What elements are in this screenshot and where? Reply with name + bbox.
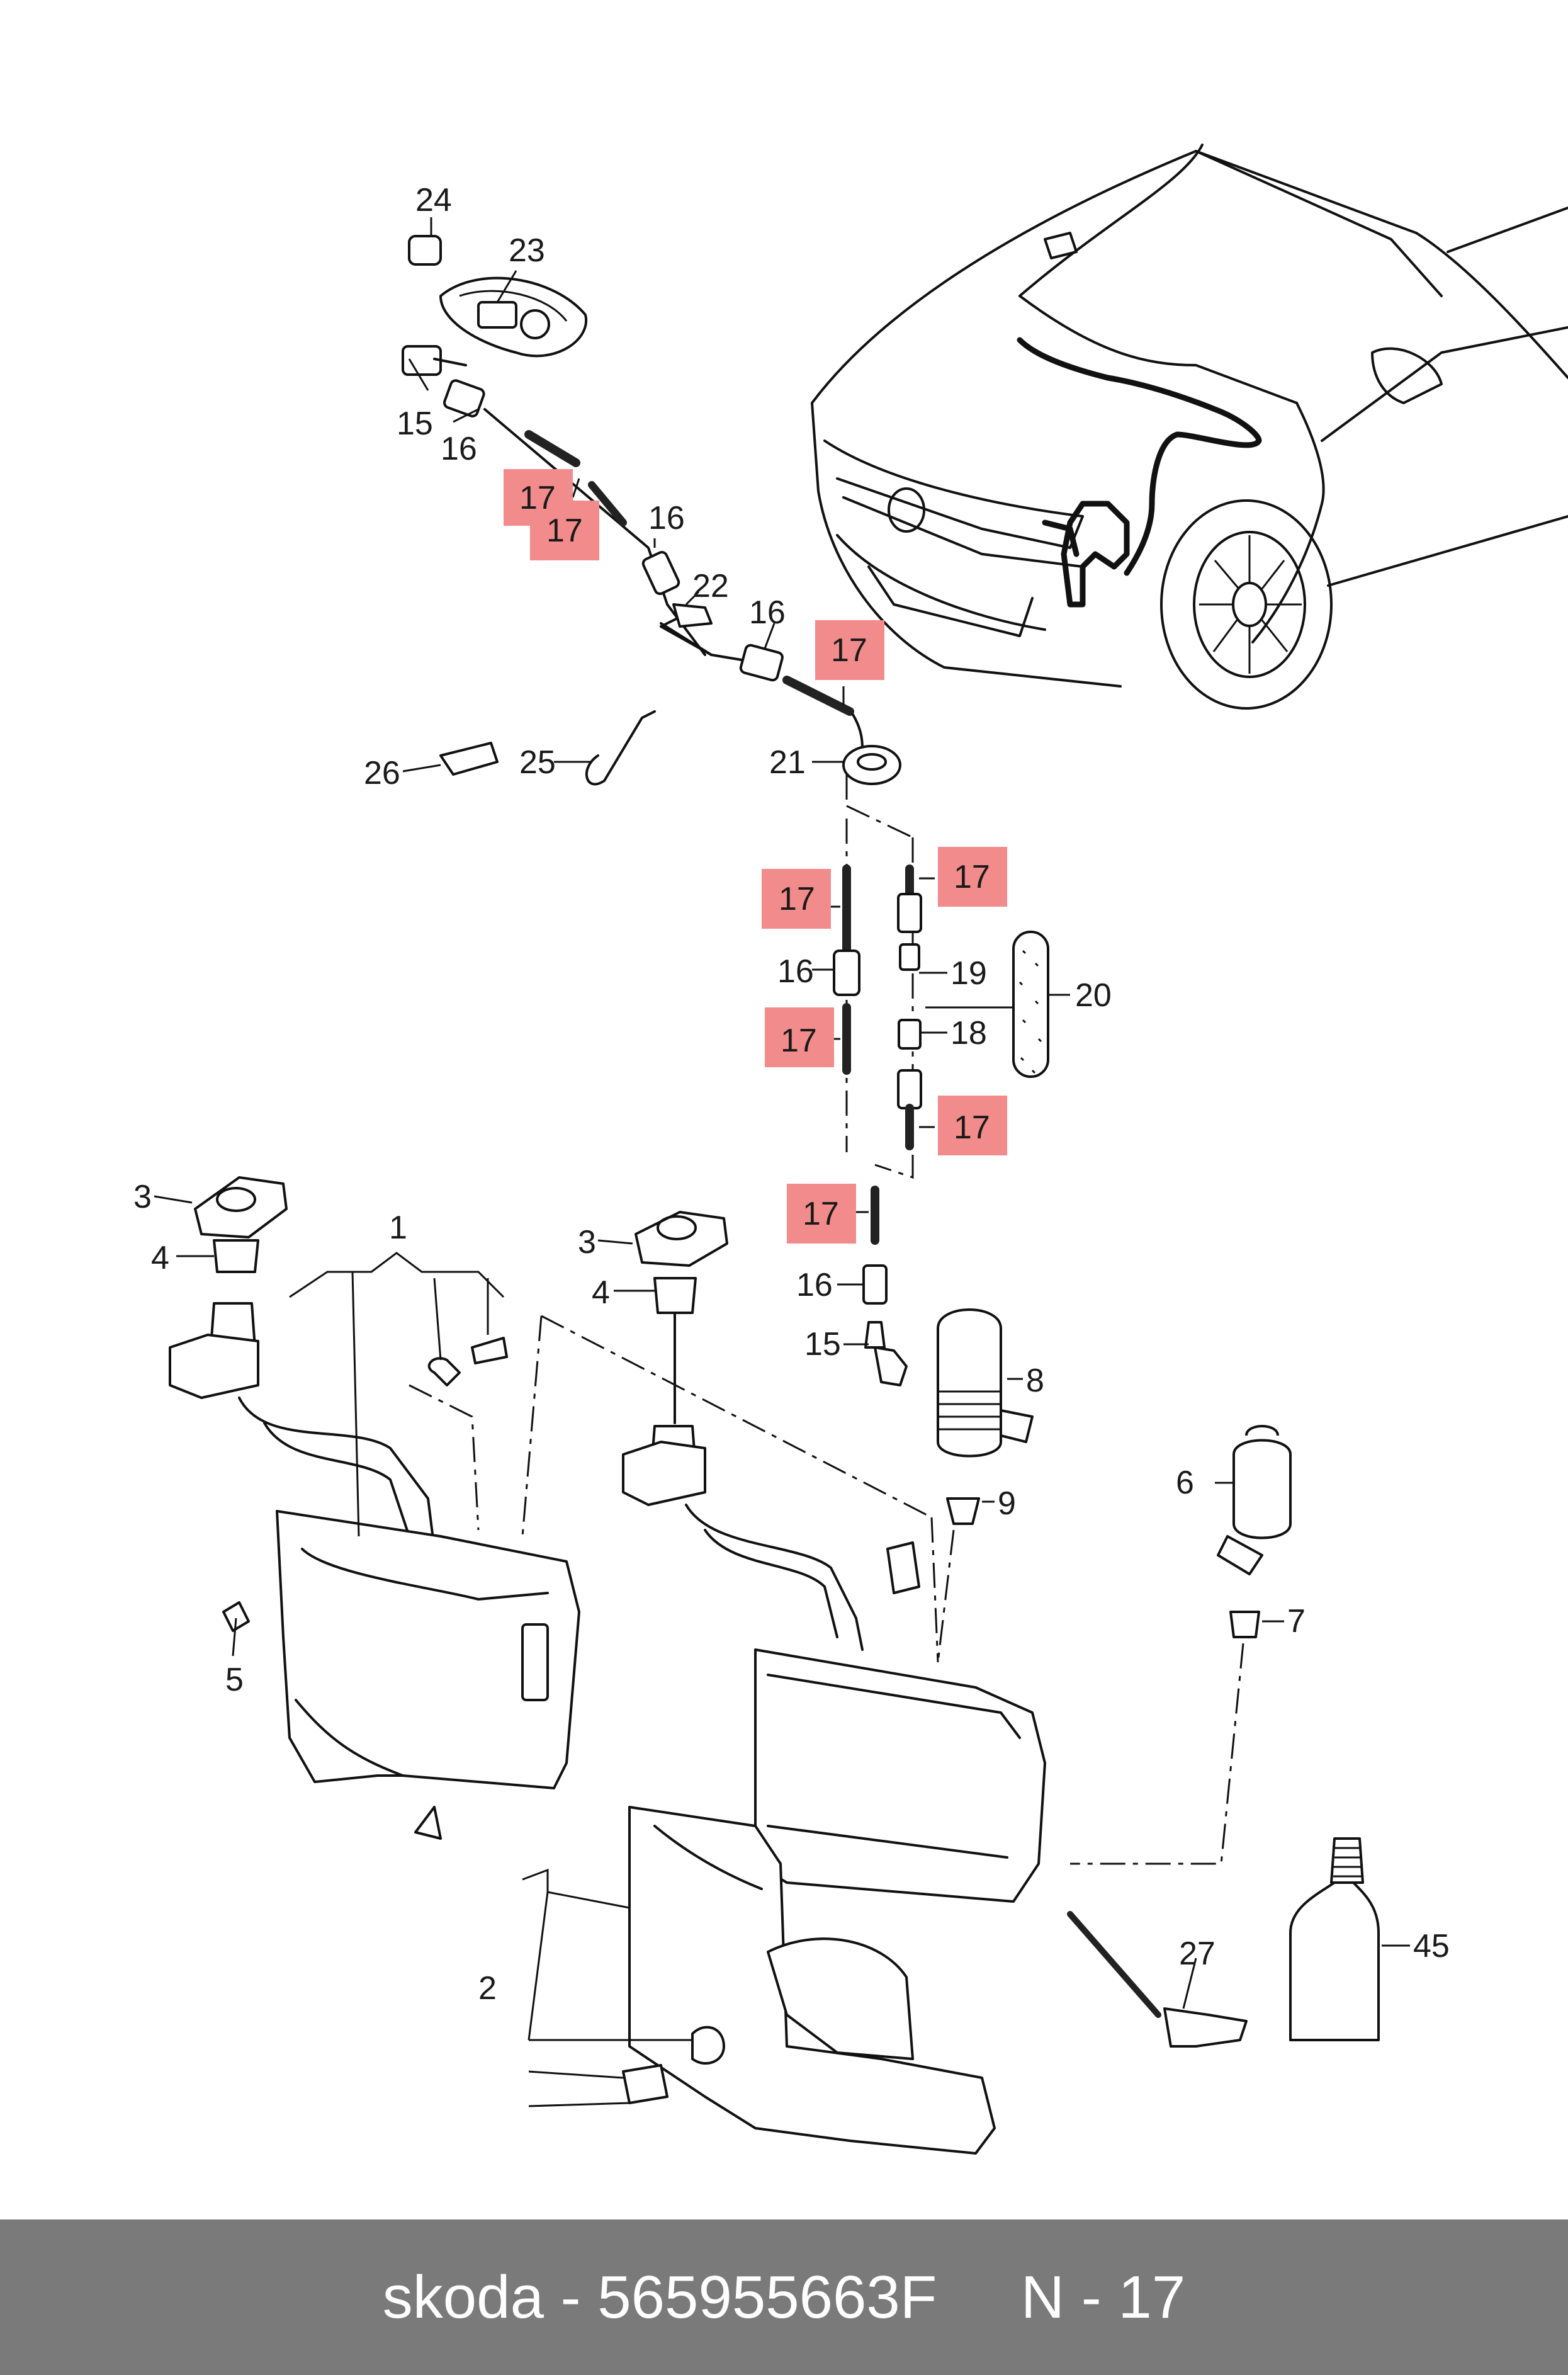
label-27: 27 [1179, 1936, 1215, 1972]
part-8-pump [937, 1308, 1002, 1458]
label-2: 2 [478, 1970, 497, 2007]
part-26-clip [439, 742, 499, 776]
part-15-connector-top [402, 345, 442, 376]
part-25-cable-tie [585, 710, 656, 786]
part-4-strainer-right [653, 1277, 697, 1314]
label-8: 8 [1026, 1363, 1044, 1399]
highlight-17b [530, 501, 599, 560]
reservoir-right [622, 1211, 1380, 2155]
label-17: 17 [779, 881, 815, 917]
label-20: 20 [1075, 977, 1112, 1014]
label-17: 17 [803, 1196, 839, 1232]
label-1: 1 [389, 1210, 407, 1246]
label-17: 17 [954, 859, 990, 895]
label-17: 17 [831, 632, 867, 669]
part-19-connector [899, 943, 920, 971]
label-16: 16 [749, 594, 786, 631]
highlight-17c [815, 620, 884, 680]
label-16: 16 [777, 953, 814, 990]
part-24-cap [408, 235, 442, 266]
highlight-17h [787, 1184, 856, 1244]
label-4: 4 [151, 1240, 169, 1276]
label-15: 15 [397, 405, 433, 442]
highlight-17e [938, 847, 1007, 907]
part-4-strainer-left [213, 1239, 259, 1273]
pumps [937, 1308, 1292, 1865]
label-5: 5 [225, 1662, 244, 1698]
part-9-grommet [946, 1497, 980, 1525]
part-18-connector [898, 1019, 922, 1050]
label-16: 16 [648, 500, 685, 536]
label-23: 23 [509, 232, 545, 269]
part-27-level-sensor [1163, 2007, 1248, 2048]
footer-caption: skoda - 565955663F N - 17 [382, 2263, 1186, 2331]
leader-lines [154, 217, 1410, 2107]
part-7-grommet [1229, 1611, 1260, 1638]
nozzle-assembly [402, 235, 901, 786]
part-6-pump [1232, 1439, 1292, 1539]
part-21-grommet [842, 745, 901, 785]
reservoir-left [169, 1176, 580, 1840]
label-4: 4 [592, 1274, 610, 1311]
label-17: 17 [519, 480, 556, 516]
part-15-connector-lower [874, 1346, 908, 1386]
footer-bar: skoda - 565955663F N - 17 [0, 2219, 1568, 2375]
highlight-17f [765, 1007, 834, 1067]
label-45: 45 [1413, 1928, 1450, 1964]
part-20-insulation [1012, 931, 1049, 1078]
label-16: 16 [441, 431, 477, 467]
label-17: 17 [546, 513, 583, 549]
label-19: 19 [950, 955, 987, 992]
part-16-sleeve-top [443, 379, 485, 417]
label-16: 16 [796, 1267, 833, 1303]
label-25: 25 [519, 744, 556, 781]
car-illustration [811, 144, 1568, 710]
label-7: 7 [1287, 1603, 1306, 1640]
label-3: 3 [133, 1179, 152, 1215]
part-3-cap-left [194, 1176, 288, 1239]
label-15: 15 [804, 1326, 841, 1363]
label-18: 18 [950, 1015, 987, 1051]
label-6: 6 [1176, 1465, 1194, 1501]
label-22: 22 [692, 568, 729, 604]
parts-diagram: 24 23 15 16 17 17 16 22 16 17 21 25 26 1… [133, 144, 1568, 2155]
label-9: 9 [998, 1485, 1016, 1522]
label-26: 26 [364, 755, 400, 791]
part-45-fluid-bottle [1289, 1881, 1380, 2041]
highlight-17g [938, 1096, 1007, 1155]
callout-labels: 24 23 15 16 17 17 16 22 16 17 21 25 26 1… [133, 182, 1450, 2007]
label-24: 24 [415, 182, 452, 218]
highlight-17d [762, 869, 831, 929]
label-17: 17 [954, 1109, 990, 1146]
part-5-nut [222, 1601, 250, 1632]
label-17: 17 [781, 1023, 817, 1059]
part-2-fitting-b [622, 2064, 668, 2104]
label-21: 21 [769, 744, 806, 781]
label-3: 3 [578, 1224, 596, 1261]
part-22-t-piece [672, 603, 713, 628]
part-2-fitting-a [691, 2026, 725, 2065]
hose-kit [833, 774, 1049, 1386]
